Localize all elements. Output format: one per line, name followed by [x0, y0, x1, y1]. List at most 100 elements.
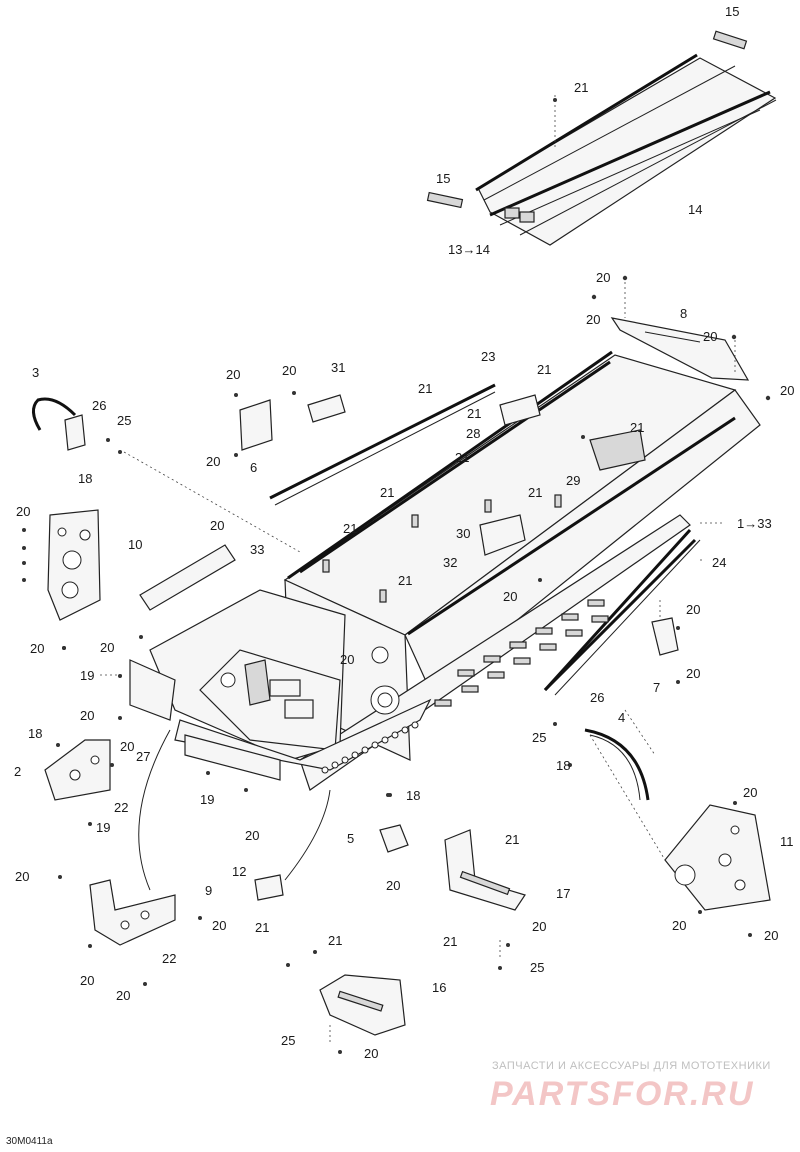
rail-23	[269, 383, 496, 500]
callout: 26	[590, 690, 604, 705]
callout: 26	[92, 398, 106, 413]
callout: 32	[443, 555, 457, 570]
callout: 20	[245, 828, 259, 843]
callout: 20	[100, 640, 114, 655]
callout: 18	[78, 471, 92, 486]
callout: 20	[764, 928, 778, 943]
callout: 21	[343, 521, 357, 536]
callout: 20	[503, 589, 517, 604]
callout: 21	[528, 485, 542, 500]
bracket-6	[239, 399, 273, 451]
callout: 15	[436, 171, 450, 186]
callout: 20	[30, 641, 44, 656]
callout: 9	[205, 883, 212, 898]
callout: 19	[200, 792, 214, 807]
callout: 10	[128, 537, 142, 552]
callout: 8	[680, 306, 687, 321]
callout: 20	[16, 504, 30, 519]
callout: 21	[574, 80, 588, 95]
callout: 21	[328, 933, 342, 948]
callout: 19	[80, 668, 94, 683]
callout: 21	[630, 420, 644, 435]
callout: 20	[743, 785, 757, 800]
callout: 4	[618, 710, 625, 725]
callout: 1→33	[737, 516, 772, 531]
callout: 21	[418, 381, 432, 396]
fasteners	[22, 98, 771, 1054]
watermark-logo: PARTSFOR.RU	[490, 1075, 754, 1113]
bracket-30-32	[479, 514, 526, 556]
hook-3	[32, 397, 77, 431]
plate-5	[379, 824, 409, 853]
callout: 16	[432, 980, 446, 995]
callout: 25	[117, 413, 131, 428]
callout: 21	[537, 362, 551, 377]
callout-labels: 15 21 15 14 13→14 20 20 8 20 20 3 20 20 …	[14, 4, 794, 1061]
callout: 15	[725, 4, 739, 19]
callout: 20	[116, 988, 130, 1003]
plate-11	[664, 804, 771, 911]
bracket-31	[307, 394, 346, 423]
bracket-7	[651, 617, 679, 656]
callout: 21	[255, 920, 269, 935]
callout: 21	[380, 485, 394, 500]
callout: 7	[653, 680, 660, 695]
callout: 25	[532, 730, 546, 745]
callout: 20	[340, 652, 354, 667]
footrest-slots	[434, 599, 609, 707]
callout: 20	[212, 918, 226, 933]
callout: 20	[686, 666, 700, 681]
callout: 3	[32, 365, 39, 380]
callout: 21	[398, 573, 412, 588]
callout: 25	[530, 960, 544, 975]
rail-24	[543, 538, 697, 692]
callout: 20	[364, 1046, 378, 1061]
callout: 5	[347, 831, 354, 846]
callout: 18	[28, 726, 42, 741]
callout: 12	[232, 864, 246, 879]
callout: 20	[672, 918, 686, 933]
callout: 21	[467, 406, 481, 421]
callout: 31	[331, 360, 345, 375]
watermark-tagline: ЗАПЧАСТИ И АКСЕССУАРЫ ДЛЯ МОТОТЕХНИКИ	[492, 1060, 771, 1072]
callout: 21	[455, 450, 469, 465]
callout: 11	[780, 834, 794, 849]
belly-holes	[321, 721, 419, 774]
pipe-4	[584, 728, 650, 801]
callout: 14	[688, 202, 702, 217]
callout: 2	[14, 764, 21, 779]
callout: 28	[466, 426, 480, 441]
callout: 20	[586, 312, 600, 327]
plate-12	[254, 874, 284, 901]
bracket-9	[89, 879, 176, 946]
callout: 24	[712, 555, 726, 570]
callout: 20	[210, 518, 224, 533]
callout: 27	[136, 749, 150, 764]
bracket-29	[589, 429, 646, 471]
running-board-14	[426, 30, 777, 246]
callout: 20	[80, 708, 94, 723]
bracket-28	[499, 394, 541, 426]
callout: 33	[250, 542, 264, 557]
bracket-2	[44, 739, 111, 801]
callout: 20	[15, 869, 29, 884]
callout: 22	[162, 951, 176, 966]
watermark-logo-text: PARTSFOR.RU	[490, 1075, 754, 1113]
callout: 21	[443, 934, 457, 949]
callout: 18	[406, 788, 420, 803]
callout: 20	[386, 878, 400, 893]
callout: 20	[282, 363, 296, 378]
callout: 20	[120, 739, 134, 754]
callout: 30	[456, 526, 470, 541]
callout: 20	[703, 329, 717, 344]
callout: 20	[226, 367, 240, 382]
callout: 13→14	[448, 242, 490, 257]
callout: 17	[556, 886, 570, 901]
callout: 20	[206, 454, 220, 469]
callout: 25	[281, 1033, 295, 1048]
callout: 21	[505, 832, 519, 847]
callout: 20	[780, 383, 794, 398]
callout: 22	[114, 800, 128, 815]
callout: 19	[96, 820, 110, 835]
callout: 20	[532, 919, 546, 934]
